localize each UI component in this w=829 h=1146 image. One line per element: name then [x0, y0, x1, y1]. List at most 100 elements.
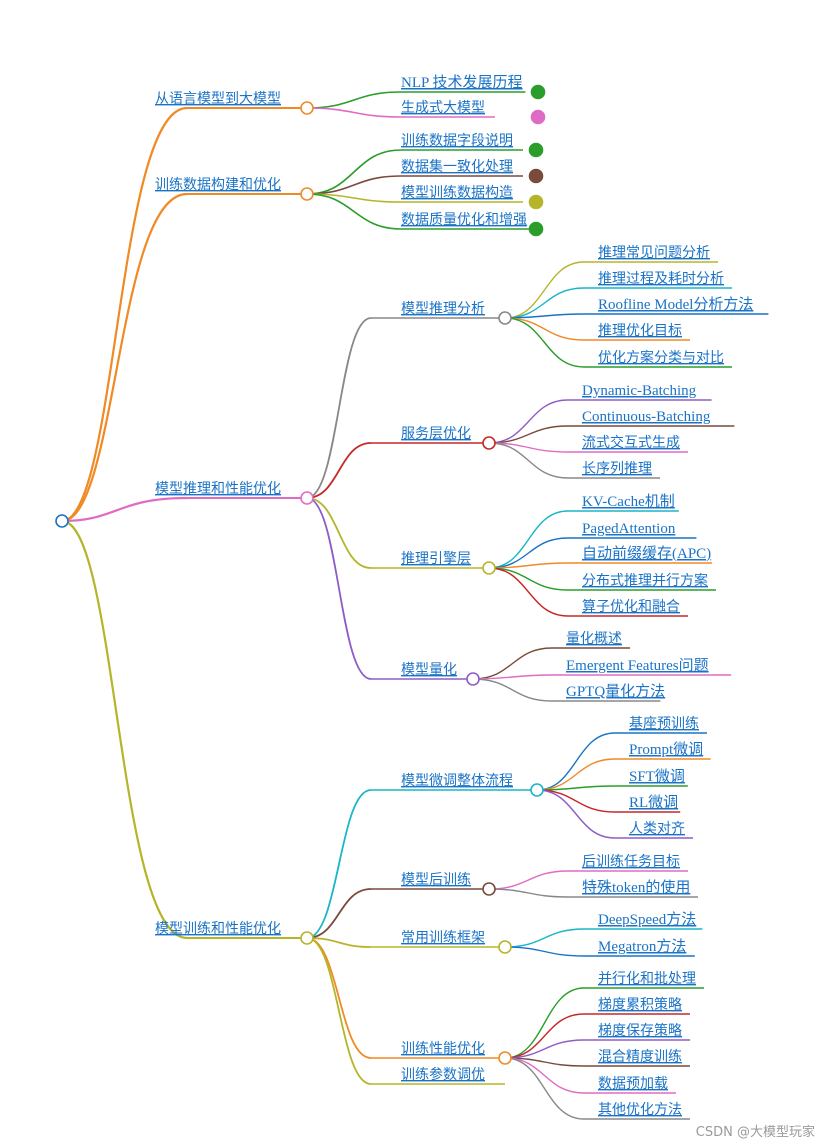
- branch-link: [61, 106, 188, 523]
- leaf-link: [306, 193, 402, 230]
- leaf-link: [536, 785, 616, 791]
- sub-label[interactable]: 模型后训练: [401, 872, 471, 888]
- leaf-label[interactable]: 特殊token的使用: [582, 879, 690, 896]
- leaf-dot[interactable]: [530, 84, 546, 100]
- leaf-label[interactable]: 分布式推理并行方案: [582, 572, 708, 589]
- leaf-label[interactable]: RL微调: [629, 794, 678, 811]
- sub-node[interactable]: [498, 1051, 512, 1065]
- branch-label[interactable]: 模型训练和性能优化: [155, 921, 281, 937]
- leaf-link: [504, 313, 585, 319]
- leaf-label[interactable]: 基座预训练: [629, 715, 699, 732]
- branch-link: [61, 192, 188, 523]
- sub-node[interactable]: [498, 940, 512, 954]
- sub-node[interactable]: [482, 561, 496, 575]
- leaf-link: [306, 91, 402, 109]
- leaf-label[interactable]: Continuous-Batching: [582, 409, 711, 425]
- leaf-label[interactable]: 生成式大模型: [401, 100, 485, 116]
- sub-label[interactable]: 模型微调整体流程: [401, 773, 513, 789]
- sub-link: [306, 937, 372, 948]
- leaf-dot[interactable]: [528, 221, 544, 237]
- leaf-label[interactable]: 自动前缀缓存(APC): [582, 545, 711, 562]
- leaf-label[interactable]: 推理常见问题分析: [598, 245, 710, 261]
- leaf-link: [472, 647, 553, 680]
- leaf-label[interactable]: 数据质量优化和增强: [401, 212, 527, 228]
- leaf-label[interactable]: Emergent Features问题: [566, 657, 709, 674]
- leaf-label[interactable]: 后训练任务目标: [582, 854, 680, 870]
- leaf-label[interactable]: PagedAttention: [582, 521, 676, 537]
- leaf-label[interactable]: Dynamic-Batching: [582, 383, 697, 399]
- root-node[interactable]: [55, 514, 69, 528]
- leaf-dot[interactable]: [528, 168, 544, 184]
- leaf-label[interactable]: 数据集一致化处理: [401, 158, 513, 175]
- leaf-label[interactable]: 量化概述: [566, 631, 622, 647]
- leaf-label[interactable]: 模型训练数据构造: [401, 185, 513, 201]
- leaf-label[interactable]: SFT微调: [629, 768, 685, 785]
- leaf-label[interactable]: 混合精度训练: [598, 1049, 682, 1065]
- sub-node[interactable]: [466, 672, 480, 686]
- sub-label[interactable]: 常用训练框架: [401, 930, 485, 946]
- leaf-label[interactable]: 训练数据字段说明: [401, 133, 513, 149]
- leaf-link: [306, 149, 402, 195]
- sub-node[interactable]: [482, 882, 496, 896]
- leaf-label[interactable]: 优化方案分类与对比: [598, 349, 724, 366]
- leaf-dot[interactable]: [530, 109, 546, 125]
- leaf-link: [504, 1057, 585, 1120]
- sub-link: [306, 442, 372, 499]
- leaf-link: [536, 758, 616, 791]
- leaf-label[interactable]: Roofline Model分析方法: [598, 296, 753, 313]
- leaf-label[interactable]: 长序列推理: [582, 461, 652, 477]
- leaf-dot[interactable]: [528, 194, 544, 210]
- leaf-label[interactable]: DeepSpeed方法: [598, 911, 696, 928]
- branch-label[interactable]: 从语言模型到大模型: [155, 91, 281, 107]
- sub-node[interactable]: [482, 436, 496, 450]
- leaf-label[interactable]: 推理优化目标: [598, 323, 682, 339]
- leaf-dot[interactable]: [528, 142, 544, 158]
- leaf-link: [504, 1057, 585, 1067]
- branch-label[interactable]: 训练数据构建和优化: [155, 177, 281, 193]
- leaf-label[interactable]: 流式交互式生成: [582, 434, 680, 451]
- leaf-label[interactable]: KV-Cache机制: [582, 493, 675, 510]
- sub-link: [306, 497, 372, 680]
- links: [61, 106, 307, 940]
- sub-node[interactable]: [498, 311, 512, 325]
- leaf-label[interactable]: 数据预加载: [598, 1076, 668, 1092]
- leaf-link: [488, 510, 569, 569]
- branch-node[interactable]: [300, 931, 314, 945]
- leaf-link: [504, 1039, 585, 1059]
- leaf-link: [306, 175, 402, 195]
- leaf-link: [504, 317, 585, 368]
- sub-link: [306, 497, 372, 569]
- sub-label[interactable]: 模型量化: [401, 662, 457, 678]
- branch-node[interactable]: [300, 491, 314, 505]
- leaf-link: [488, 562, 569, 569]
- leaf-link: [536, 789, 616, 839]
- leaf-label[interactable]: 算子优化和融合: [582, 599, 680, 615]
- leaf-link: [488, 567, 569, 617]
- leaf-label[interactable]: 梯度保存策略: [598, 1022, 682, 1039]
- sub-link: [306, 317, 372, 499]
- sub-label[interactable]: 训练参数调优: [401, 1066, 485, 1083]
- leaf-link: [536, 732, 616, 791]
- sub-label[interactable]: 训练性能优化: [401, 1041, 485, 1057]
- leaf-label[interactable]: 其他优化方法: [598, 1102, 682, 1118]
- leaf-label[interactable]: 推理过程及耗时分析: [598, 271, 724, 287]
- sub-node[interactable]: [530, 783, 544, 797]
- leaf-label[interactable]: NLP 技术发展历程: [401, 74, 523, 91]
- branch-link: [61, 519, 188, 940]
- leaf-link: [472, 678, 553, 702]
- sub-label[interactable]: 推理引擎层: [401, 551, 471, 567]
- sub-label[interactable]: 模型推理分析: [401, 301, 485, 317]
- leaf-link: [488, 567, 569, 591]
- leaf-label[interactable]: GPTQ量化方法: [566, 683, 665, 700]
- leaf-label[interactable]: 人类对齐: [629, 821, 685, 837]
- branch-node[interactable]: [300, 101, 314, 115]
- sub-label[interactable]: 服务层优化: [401, 426, 471, 442]
- leaf-label[interactable]: 梯度累积策略: [598, 996, 682, 1013]
- leaf-label[interactable]: Prompt微调: [629, 741, 703, 758]
- sub-link: [306, 937, 372, 1085]
- branch-node[interactable]: [300, 187, 314, 201]
- leaf-label[interactable]: 并行化和批处理: [598, 971, 696, 987]
- leaf-link: [504, 317, 585, 341]
- leaf-label[interactable]: Megatron方法: [598, 938, 686, 955]
- branch-label[interactable]: 模型推理和性能优化: [155, 481, 281, 497]
